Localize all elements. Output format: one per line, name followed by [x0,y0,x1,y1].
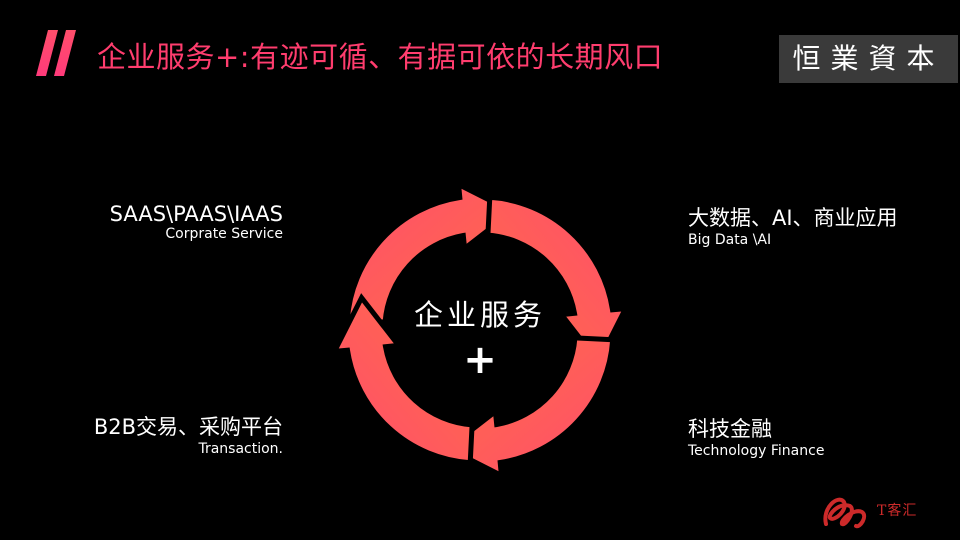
brand-badge: 恒業資本 [779,35,958,83]
quadrant-top-right: 大数据、AI、商业应用 Big Data \AI [688,202,898,248]
slashes-logo-icon [36,30,76,76]
quadrant-bottom-left-main: B2B交易、采购平台 [93,415,283,439]
quadrant-bottom-right-sub: Technology Finance [688,443,825,459]
quadrant-top-left-main: SAAS\PAAS\IAAS [109,202,283,226]
center-label: 企业服务 [413,298,546,332]
page-title: 企业服务+:有迹可循、有据可依的长期风口 [97,40,664,74]
quadrant-bottom-left: B2B交易、采购平台 Transaction. [94,411,283,457]
watermark-text: T客汇 [877,503,918,519]
quadrant-bottom-right: 科技金融 Technology Finance [688,413,824,459]
cycle-arrows-diagram [300,180,660,510]
plus-icon: + [463,337,497,383]
quadrant-top-right-sub: Big Data \AI [688,232,772,248]
quadrant-top-left-sub: Corprate Service [165,226,283,242]
quadrant-bottom-left-sub: Transaction. [198,441,283,457]
quadrant-bottom-right-main: 科技金融 [688,417,772,441]
quadrant-top-right-main: 大数据、AI、商业应用 [688,206,898,230]
watermark-logo-icon [823,497,867,529]
cycle-arrow-1 [344,180,517,325]
quadrant-top-left: SAAS\PAAS\IAAS Corprate Service [110,202,283,242]
